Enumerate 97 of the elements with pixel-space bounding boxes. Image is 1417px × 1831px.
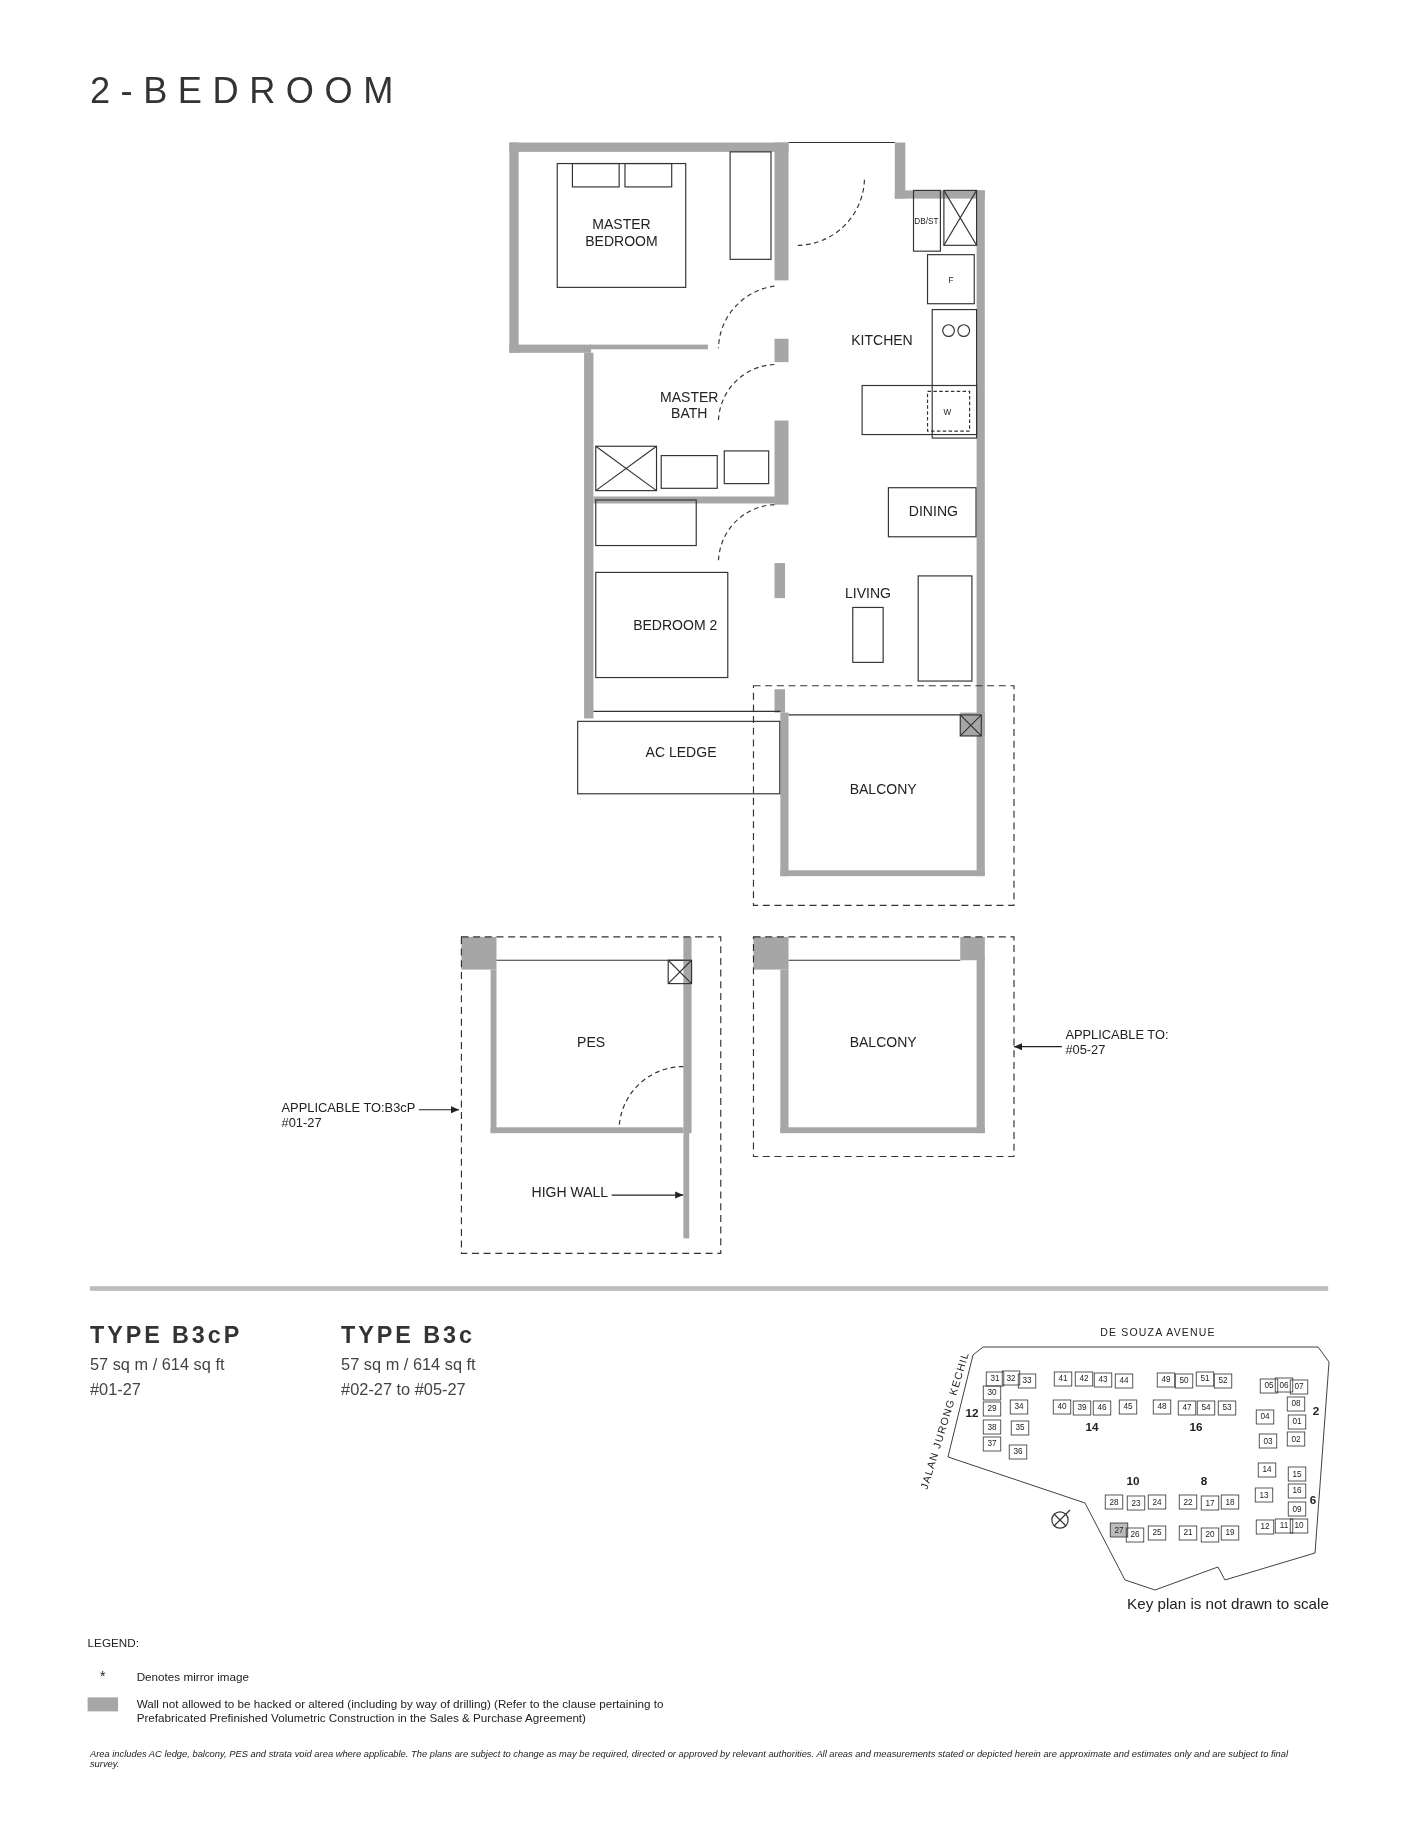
unit-numbers: #02-27 to #05-27 <box>341 1379 466 1399</box>
unit-number: 42 <box>1079 1374 1089 1384</box>
unit-number: 30 <box>987 1388 997 1398</box>
room-label: MASTER BEDROOM <box>584 217 659 250</box>
scale-note: Key plan is not drawn to scale <box>1127 1596 1329 1614</box>
unit-number: 19 <box>1225 1528 1235 1538</box>
unit-number: 29 <box>987 1404 997 1414</box>
unit-number: 46 <box>1097 1403 1107 1413</box>
unit-number: 24 <box>1152 1497 1162 1507</box>
footnote: Area includes AC ledge, balcony, PES and strata void area where applicable. The plans are subject to change as may be required, directed or approved by relevant authorities. All areas and measurements stated or depicted herein are approximate and estimates only and are subject to final survey. <box>89 1748 1290 1771</box>
unit-number: 21 <box>1183 1528 1193 1538</box>
unit-number: 03 <box>1263 1436 1273 1446</box>
unit-area: 57 sq m / 614 sq ft <box>341 1355 476 1374</box>
block-number: 10 <box>1126 1474 1140 1488</box>
room-label: BALCONY <box>849 782 917 799</box>
unit-number: 40 <box>1057 1402 1067 1412</box>
unit-number: 02 <box>1291 1434 1301 1444</box>
unit-number: 52 <box>1218 1376 1228 1386</box>
appliance-label: DB/ST <box>914 217 939 227</box>
room-label: DINING <box>908 504 958 521</box>
unit-number: 44 <box>1119 1376 1129 1386</box>
unit-number: 35 <box>1015 1423 1025 1433</box>
unit-number: 31 <box>990 1374 1000 1384</box>
unit-number: 28 <box>1109 1497 1119 1507</box>
block-number: 2 <box>1312 1404 1320 1418</box>
unit-number: 36 <box>1013 1447 1023 1457</box>
unit-number: 27 <box>1114 1525 1124 1535</box>
unit-number: 10 <box>1294 1521 1304 1531</box>
unit-number: 07 <box>1294 1382 1304 1392</box>
room-label: BALCONY <box>849 1035 917 1052</box>
unit-number: 20 <box>1205 1530 1215 1540</box>
room-label: BEDROOM 2 <box>633 618 718 635</box>
unit-number: 32 <box>1006 1373 1016 1383</box>
unit-number: 11 <box>1279 1521 1289 1531</box>
unit-number: 49 <box>1161 1375 1171 1385</box>
unit-type-heading: TYPE B3c <box>341 1321 475 1349</box>
leader-arrow <box>1013 1043 1063 1051</box>
unit-number: 53 <box>1222 1403 1232 1413</box>
room-label: KITCHEN <box>851 333 913 350</box>
room-label: AC LEDGE <box>645 745 717 762</box>
unit-number: 18 <box>1225 1497 1235 1507</box>
unit-number: 12 <box>1260 1522 1270 1532</box>
unit-number: 41 <box>1058 1374 1068 1384</box>
unit-number: 39 <box>1077 1403 1087 1413</box>
high-wall <box>683 1133 690 1239</box>
unit-number: 50 <box>1179 1376 1189 1386</box>
block-number: 6 <box>1309 1493 1317 1507</box>
unit-number: 14 <box>1262 1465 1272 1475</box>
unit-number: 08 <box>1291 1399 1301 1409</box>
legend-symbol: * <box>100 1669 106 1686</box>
unit-number: 01 <box>1292 1417 1302 1427</box>
block-number: 12 <box>965 1407 979 1421</box>
block-number: 16 <box>1189 1420 1203 1434</box>
leader-arrow <box>611 1191 684 1199</box>
applicability-note: #05-27 <box>1065 1041 1107 1057</box>
unit-number: 38 <box>987 1422 997 1432</box>
applicability-note: APPLICABLE TO: <box>1065 1026 1169 1042</box>
legend-text: Denotes mirror image <box>136 1670 250 1684</box>
legend-text: Wall not allowed to be hacked or altered (including by way of drilling) (Refer to the clause pertaining to Prefabricated Prefinished Volumetric Construction in the Sales & Purchase Agreement) <box>136 1697 665 1725</box>
unit-number: 34 <box>1014 1402 1024 1412</box>
unit-number: 13 <box>1259 1490 1269 1500</box>
unit-number: 17 <box>1205 1498 1215 1508</box>
room-label: PES <box>577 1035 606 1052</box>
unit-area: 57 sq m / 614 sq ft <box>89 1355 225 1374</box>
page-title: 2-BEDROOM <box>89 70 404 112</box>
unit-number: 09 <box>1292 1504 1302 1514</box>
legend-heading: LEGEND: <box>87 1636 139 1651</box>
unit-numbers: #01-27 <box>89 1379 141 1399</box>
unit-number: 26 <box>1130 1530 1140 1540</box>
unit-number: 23 <box>1131 1498 1141 1508</box>
unit-number: 25 <box>1152 1528 1162 1538</box>
leader-arrow <box>418 1106 460 1114</box>
unit-number: 33 <box>1022 1376 1032 1386</box>
unit-number: 54 <box>1201 1403 1211 1413</box>
block-number: 14 <box>1085 1420 1099 1434</box>
unit-number: 16 <box>1292 1486 1302 1496</box>
unit-number: 47 <box>1182 1403 1192 1413</box>
street-name: DE SOUZA AVENUE <box>1100 1326 1216 1340</box>
applicability-note: APPLICABLE TO:B3cP <box>281 1100 416 1116</box>
unit-number: 15 <box>1292 1469 1302 1479</box>
unit-number: 06 <box>1279 1380 1289 1390</box>
unit-number: 22 <box>1183 1497 1193 1507</box>
unit-number: 43 <box>1098 1375 1108 1385</box>
room-label: LIVING <box>844 586 891 603</box>
room-label: MASTER BATH <box>659 390 720 423</box>
unit-number: 45 <box>1123 1402 1133 1412</box>
unit-number: 05 <box>1264 1381 1274 1391</box>
block-number: 8 <box>1200 1474 1208 1488</box>
applicability-note: #01-27 <box>281 1115 323 1130</box>
appliance-label: W <box>943 407 952 418</box>
unit-number: 04 <box>1260 1412 1270 1422</box>
unit-number: 48 <box>1157 1402 1167 1412</box>
unit-type-heading: TYPE B3cP <box>89 1321 243 1349</box>
appliance-label: F <box>948 275 954 286</box>
unit-number: 51 <box>1200 1374 1210 1384</box>
callout-text: HIGH WALL <box>531 1185 609 1202</box>
unit-number: 37 <box>987 1439 997 1449</box>
